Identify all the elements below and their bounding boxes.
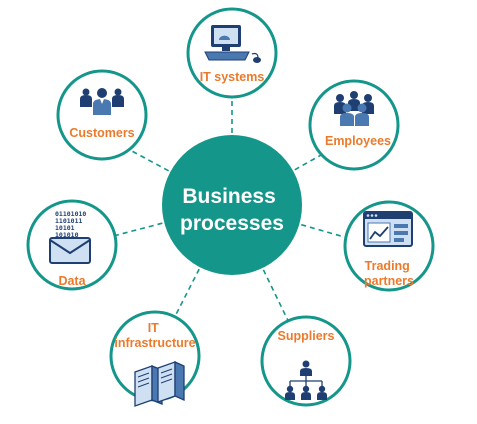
browser-window-chart-icon <box>363 211 413 247</box>
label-it-systems: IT systems <box>200 70 265 84</box>
org-chart-icon <box>285 360 327 400</box>
connector-it-infrastructure <box>167 204 233 331</box>
computer-icon <box>204 25 261 63</box>
svg-text:1101011: 1101011 <box>55 217 82 225</box>
connector-suppliers <box>231 204 296 336</box>
svg-text:Business processes: Business processes <box>180 185 284 235</box>
label-data: Data <box>58 274 86 288</box>
label-customers: Customers <box>69 126 134 140</box>
binary-envelope-icon: 01101010 1101011 10101 101010 <box>49 210 91 264</box>
label-trading-partners: Trading partners <box>364 259 414 288</box>
svg-text:101010: 101010 <box>55 231 79 239</box>
center-title-line-2: processes <box>180 212 284 235</box>
svg-text:10101: 10101 <box>55 224 75 232</box>
label-employees: Employees <box>325 134 391 148</box>
customer-group-icon <box>80 88 124 115</box>
center-title-line-1: Business <box>182 185 275 208</box>
employees-group-icon <box>334 91 374 126</box>
svg-text:01101010: 01101010 <box>55 210 86 218</box>
server-racks-icon <box>134 360 185 407</box>
center-circle <box>162 135 302 275</box>
label-suppliers: Suppliers <box>278 329 335 343</box>
label-it-infrastructure: IT infrastructure <box>114 321 195 350</box>
